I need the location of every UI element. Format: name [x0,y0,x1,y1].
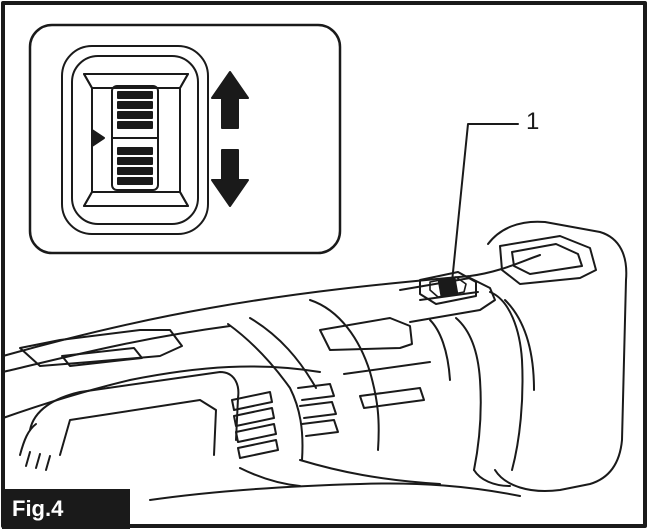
pointer-arrow [91,129,105,147]
dial-wheel [111,85,159,191]
down-arrow-icon [211,149,249,207]
callout-number-1: 1 [526,108,540,135]
up-arrow-icon [211,71,249,129]
inset-panel [28,23,342,255]
speed-adjusting-dial [419,271,477,305]
callout-leader [451,123,519,283]
tool-body [2,220,628,501]
figure-label: Fig.4 [2,489,130,529]
